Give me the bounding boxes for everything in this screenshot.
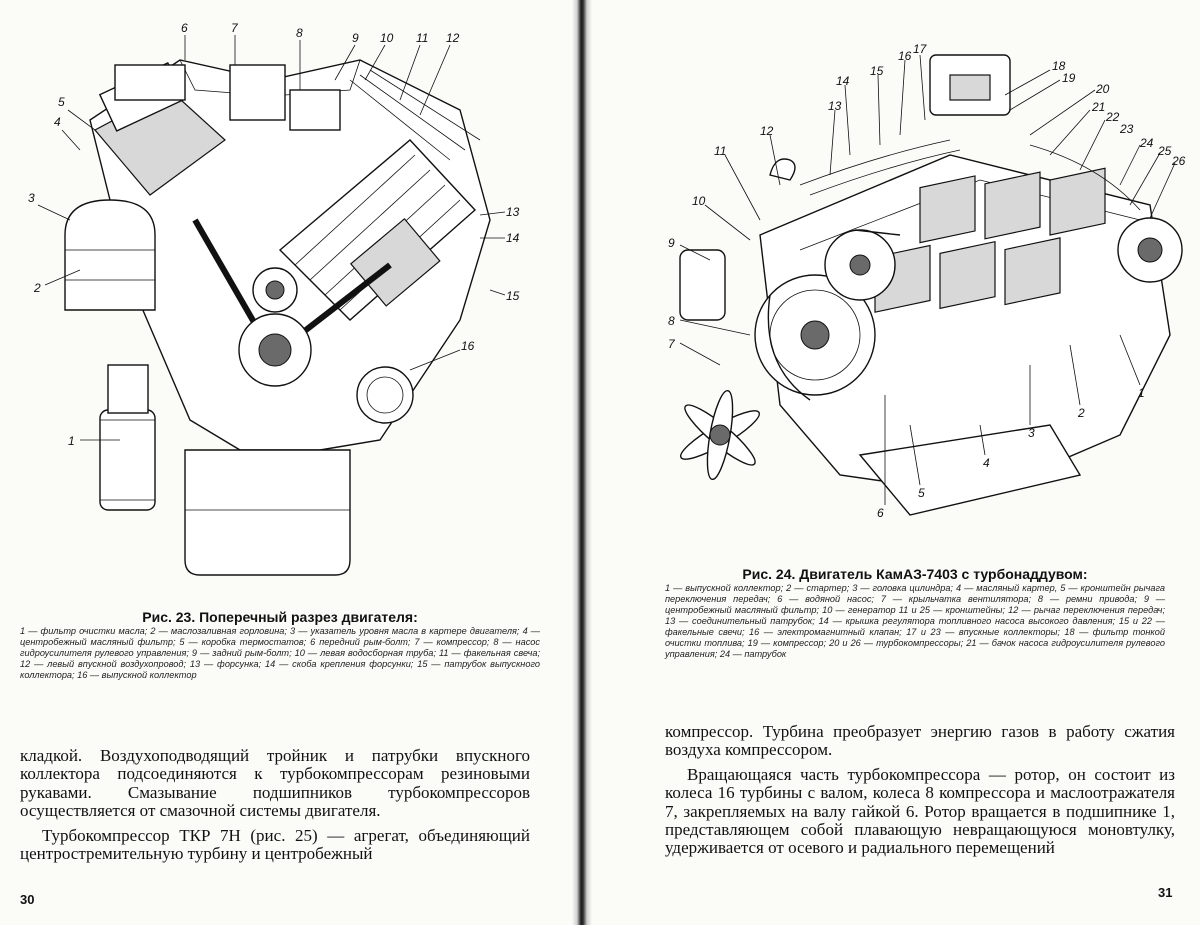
callout-6: 6: [181, 21, 188, 35]
callout-24: 24: [1139, 136, 1154, 150]
callout-15: 15: [870, 64, 884, 78]
callout-18: 18: [1052, 59, 1066, 73]
callout-3: 3: [28, 191, 35, 205]
callout-2: 2: [1077, 406, 1085, 420]
right-body-text: компрессор. Турбина преобразует энергию …: [665, 722, 1175, 858]
callout-9: 9: [668, 236, 675, 250]
figure-23-title: Рис. 23. Поперечный разрез двигателя:: [142, 609, 418, 625]
callout-11: 11: [714, 144, 726, 158]
figure-24-legend: 1 — выпускной коллектор; 2 — стартер; 3 …: [665, 583, 1165, 659]
right-paragraph-1: компрессор. Турбина преобразует энергию …: [665, 722, 1175, 760]
callout-8: 8: [296, 26, 303, 40]
page-number-left: 30: [20, 892, 35, 907]
engine-cross-section-drawing: 1 2 3 4 5 6 7 8 9 10 11 12 13 14 15 16: [28, 21, 520, 576]
callout-10: 10: [380, 31, 394, 45]
callout-19: 19: [1062, 71, 1076, 85]
callout-16: 16: [898, 49, 912, 63]
callout-17: 17: [913, 42, 928, 56]
callout-3: 3: [1028, 426, 1035, 440]
callout-12: 12: [760, 124, 774, 138]
book-gutter: [572, 0, 592, 925]
callout-16: 16: [461, 339, 475, 353]
callout-13: 13: [828, 99, 842, 113]
callout-7: 7: [668, 337, 676, 351]
figure-24-title: Рис. 24. Двигатель КамАЗ-7403 с турбонад…: [742, 566, 1088, 582]
kamaz-engine-figure: 1 2 3 4 5 6 7 8 9 10 11 12 13 14 15 16 1…: [650, 35, 1190, 540]
callout-5: 5: [58, 95, 65, 109]
callout-9: 9: [352, 31, 359, 45]
callout-14: 14: [506, 231, 520, 245]
left-paragraph-1: кладкой. Воздухоподводящий тройник и пат…: [20, 746, 530, 821]
callout-15: 15: [506, 289, 520, 303]
left-body-text: кладкой. Воздухоподводящий тройник и пат…: [20, 746, 530, 864]
callout-14: 14: [836, 74, 850, 88]
callout-11: 11: [416, 31, 428, 45]
callout-25: 25: [1157, 144, 1172, 158]
page-number-right: 31: [1158, 885, 1173, 900]
callout-21: 21: [1091, 100, 1105, 114]
callout-2: 2: [33, 281, 41, 295]
callout-26: 26: [1171, 154, 1186, 168]
callout-6: 6: [877, 506, 884, 520]
right-page: 1 2 3 4 5 6 7 8 9 10 11 12 13 14 15 16 1…: [590, 0, 1200, 925]
left-page: 1 2 3 4 5 6 7 8 9 10 11 12 13 14 15 16 Р…: [0, 0, 575, 925]
callout-4: 4: [54, 115, 61, 129]
right-paragraph-2: Вращающаяся часть турбокомпрессора — рот…: [665, 764, 1175, 858]
callout-4: 4: [983, 456, 990, 470]
callout-23: 23: [1119, 122, 1134, 136]
kamaz-engine-drawing: 1 2 3 4 5 6 7 8 9 10 11 12 13 14 15 16 1…: [668, 42, 1186, 520]
callout-8: 8: [668, 314, 675, 328]
callout-7: 7: [231, 21, 239, 35]
callout-1: 1: [68, 434, 75, 448]
callout-20: 20: [1095, 82, 1110, 96]
callout-5: 5: [918, 486, 925, 500]
callout-22: 22: [1105, 110, 1120, 124]
engine-cross-section-figure: 1 2 3 4 5 6 7 8 9 10 11 12 13 14 15 16: [20, 20, 540, 610]
callout-13: 13: [506, 205, 520, 219]
callout-10: 10: [692, 194, 706, 208]
callout-1: 1: [1138, 386, 1145, 400]
left-paragraph-2: Турбокомпрессор ТКР 7Н (рис. 25) — агрег…: [20, 825, 530, 864]
callout-12: 12: [446, 31, 460, 45]
figure-23-legend: 1 — фильтр очистки масла; 2 — маслозалив…: [20, 626, 540, 680]
